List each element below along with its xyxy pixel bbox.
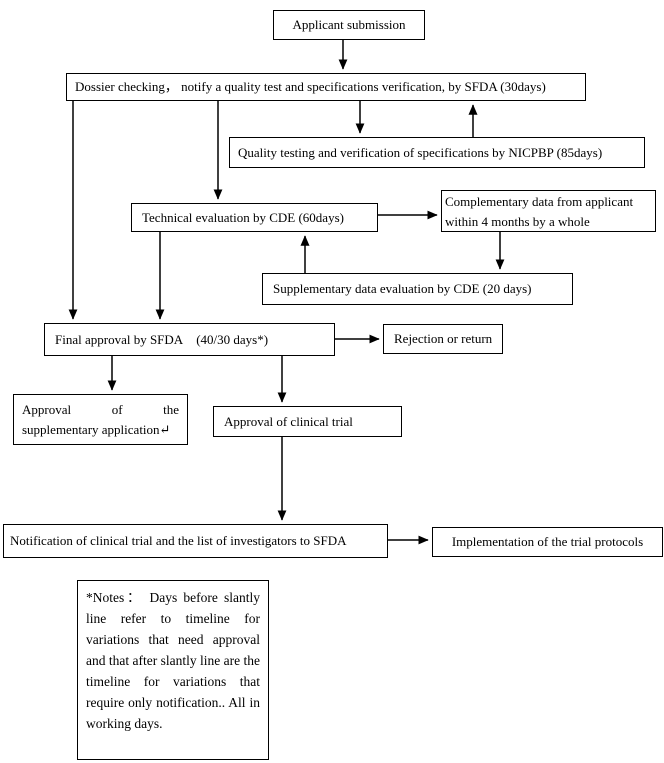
node-supplementary-data-evaluation: Supplementary data evaluation by CDE (20… — [262, 273, 573, 305]
node-complementary-data: Complementary data from applicant within… — [441, 190, 656, 232]
node-dossier-checking: Dossier checking， notify a quality test … — [66, 73, 586, 101]
node-quality-testing-nicpbp: Quality testing and verification of spec… — [229, 137, 645, 168]
node-applicant-submission: Applicant submission — [273, 10, 425, 40]
node-approval-clinical-trial: Approval of clinical trial — [213, 406, 402, 437]
node-rejection-or-return: Rejection or return — [383, 324, 503, 354]
node-notification-clinical-trial: Notification of clinical trial and the l… — [3, 524, 388, 558]
notes-box: *Notes： Days before slantly line refer t… — [77, 580, 269, 760]
node-technical-evaluation-cde: Technical evaluation by CDE (60days) — [131, 203, 378, 232]
node-implementation-trial-protocols: Implementation of the trial protocols — [432, 527, 663, 557]
node-approval-supplementary-application: Approval of the supplementary applicatio… — [13, 394, 188, 445]
node-final-approval-sfda: Final approval by SFDA (40/30 days*) — [44, 323, 335, 356]
